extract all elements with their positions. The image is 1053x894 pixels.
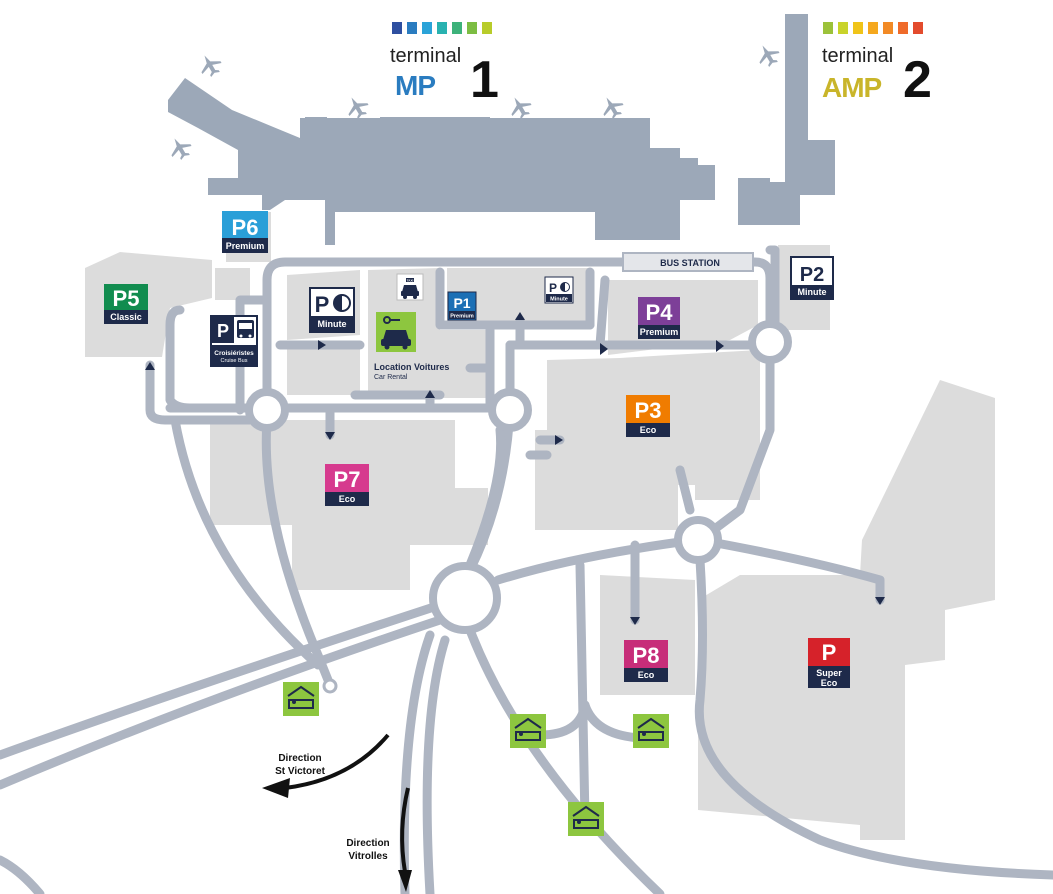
parking-p5-type: Classic [110,312,142,322]
terminal-2-logo: terminal AMP 2 [822,22,932,109]
hotel-bed-icon[interactable] [633,714,669,748]
parking-p7-type: Eco [339,494,356,504]
parking-p2-type: Minute [798,287,827,297]
direction-arrows [145,312,885,625]
car-rental-label-fr: Location Voitures [374,362,449,372]
terminal-1-mark: MP [395,70,435,101]
direction-vitrolles-line1: Direction [346,838,389,849]
parking-cruise-label-en: Cruise Bus [221,358,248,364]
parking-p7-badge[interactable]: P7 Eco [325,464,369,506]
bus-station: BUS STATION [622,252,754,272]
plane-icons [171,45,780,161]
terminal-2-stripe [823,22,833,34]
parking-p3-number: P3 [635,398,662,423]
taxi-sign-label: TAXI [407,279,414,283]
direction-st-victoret-line2: St Victoret [275,766,325,777]
terminal-2-stripe [883,22,893,34]
parking-super-eco-type-2: Eco [821,678,838,688]
terminal-2-building [738,14,835,225]
road-network [0,245,1053,894]
parking-cruise-badge[interactable]: P Croisiéristes Cruise Bus [210,315,258,367]
parking-minute-small-number: P [549,281,557,295]
direction-st-victoret-line1: Direction [278,753,321,764]
terminal-2-stripe [838,22,848,34]
parking-p4-number: P4 [646,300,674,325]
parking-p2-number: P2 [800,264,824,286]
parking-super-eco-badge[interactable]: P Super Eco [808,638,850,688]
hotel-bed-icon[interactable] [510,714,546,748]
clock-icon [333,294,351,312]
car-rental-label-en: Car Rental [374,374,408,381]
terminal-1-logo: terminal MP 1 [390,22,499,109]
terminal-1-building [168,78,715,245]
bus-icon [237,320,254,338]
plane-icon [759,45,780,68]
terminal-1-stripe [437,22,447,34]
car-rental-badge[interactable]: Location Voitures Car Rental [374,312,449,381]
terminal-1-stripe [422,22,432,34]
terminal-1-stripe [392,22,402,34]
terminal-2-stripe [898,22,908,34]
hotel-bed-icon[interactable] [568,802,604,836]
parking-minute-center-badge[interactable]: P Minute [309,287,355,333]
direction-vitrolles-line2: Vitrolles [348,851,388,862]
taxi-badge: TAXI [396,273,424,301]
parking-p1-type: Premium [450,314,474,320]
terminal-2-stripe [868,22,878,34]
terminal-1-stripe [452,22,462,34]
parking-p3-type: Eco [640,425,657,435]
plane-icon [201,55,222,78]
terminal-2-mark: AMP [822,72,882,103]
parking-p1-number: P1 [453,295,470,311]
parking-p1-badge[interactable]: P1 Premium [447,291,477,321]
terminal-1-word: terminal [390,45,461,67]
hotel-bed-icon[interactable] [283,682,319,716]
bus-station-label: BUS STATION [660,258,720,268]
terminal-1-stripe [467,22,477,34]
terminal-2-word: terminal [822,45,893,67]
parking-p7-number: P7 [334,467,361,492]
terminal-1-digit: 1 [470,51,499,109]
taxi-icon: TAXI [401,278,419,299]
direction-arrow-vitrolles [398,787,412,892]
parking-p5-badge[interactable]: P5 Classic [104,284,148,324]
parking-cruise-number: P [217,321,229,341]
plane-icon [171,138,192,161]
terminal-2-stripe [853,22,863,34]
parking-p8-badge[interactable]: P8 Eco [624,640,668,682]
direction-arrow-st-victoret [262,733,390,798]
parking-p2-badge[interactable]: P2 Minute [790,256,834,300]
parking-p6-badge[interactable]: P6 Premium [222,211,268,253]
terminal-2-stripe [913,22,923,34]
car-rental-icon [381,316,411,350]
parking-minute-center-type: Minute [318,319,347,329]
parking-p3-badge[interactable]: P3 Eco [626,395,670,437]
parking-minute-center-number: P [315,292,330,317]
terminal-1-stripe [482,22,492,34]
parking-p4-badge[interactable]: P4 Premium [638,297,680,339]
parking-p6-type: Premium [226,241,265,251]
plane-icon [348,97,369,120]
terminal-1-stripe [407,22,417,34]
parking-super-eco-type-1: Super [816,668,842,678]
parking-p5-number: P5 [113,286,140,311]
parking-p6-number: P6 [232,215,259,240]
clock-icon [560,282,570,292]
hotel-markers [283,682,669,836]
terminal-2-digit: 2 [903,51,932,109]
parking-super-eco-number: P [822,640,837,665]
parking-p8-number: P8 [633,643,660,668]
parking-p4-type: Premium [640,327,679,337]
plane-icon [511,97,532,120]
parking-minute-small-badge[interactable]: P Minute [544,276,574,304]
parking-p8-type: Eco [638,670,655,680]
plane-icon [603,97,624,120]
parking-cruise-label-fr: Croisiéristes [214,350,254,357]
parking-minute-small-type: Minute [550,297,568,303]
